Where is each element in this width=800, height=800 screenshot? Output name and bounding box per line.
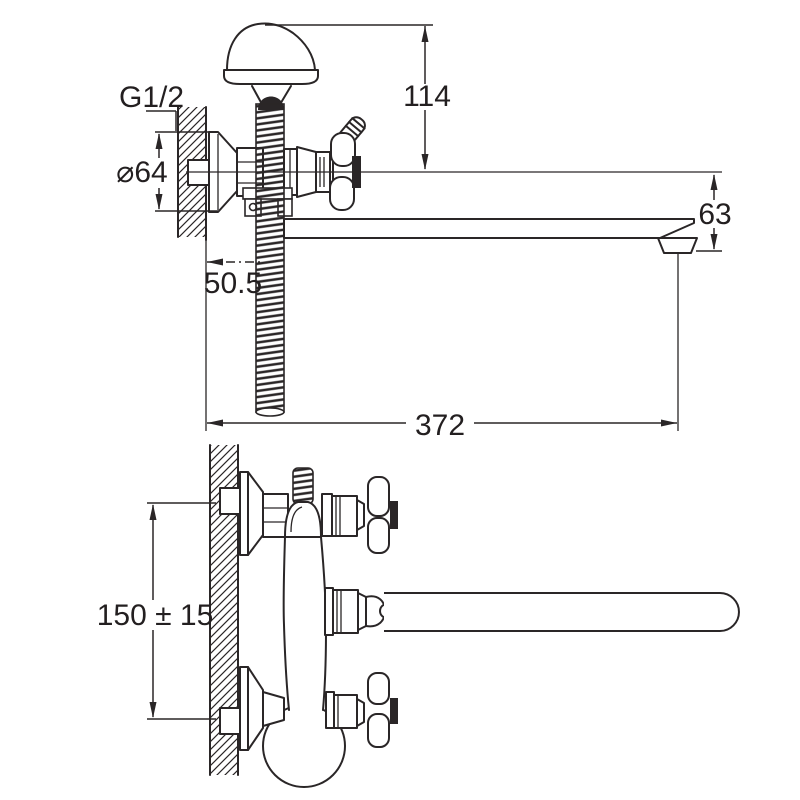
shower-head — [223, 22, 319, 110]
cross-handle-bottom — [325, 672, 398, 748]
handle-end-cap — [390, 501, 398, 529]
dimension-63: 63 — [696, 174, 732, 252]
escutcheon-bottom — [239, 666, 285, 751]
handle-spoke — [367, 476, 390, 517]
wall-section — [177, 106, 207, 431]
cross-handle — [329, 116, 366, 211]
body-bell — [284, 501, 322, 538]
handle-spoke — [367, 517, 390, 554]
dim-label-150: 150 ± 15 — [97, 599, 214, 632]
inlet-nipple-bottom — [219, 707, 241, 735]
handle-end-cap — [390, 698, 398, 724]
dimension-diameter-64: ⌀64 — [116, 131, 218, 212]
dim-label-thread: G1/2 — [119, 81, 184, 114]
handle-spoke-bottom — [329, 176, 355, 211]
dim-label-63: 63 — [698, 198, 731, 231]
shower-head-brim — [223, 69, 319, 85]
spout-outlet — [657, 237, 698, 254]
front-view: 150 ± 15 — [97, 444, 740, 788]
shower-pipe — [292, 467, 314, 505]
hex-nut-top — [262, 493, 289, 538]
spout-joint — [324, 587, 395, 636]
dimension-114: 114 — [265, 24, 451, 170]
side-view: 114 63 ⌀64 G1/2 — [116, 22, 732, 442]
spout-front — [384, 592, 740, 632]
escutcheon-top — [239, 471, 264, 556]
thread-callout: G1/2 — [119, 81, 184, 131]
dim-label-50-5: 50.5 — [204, 267, 262, 300]
inlet-nipple-top — [219, 487, 241, 515]
dimension-372: 372 — [207, 253, 679, 442]
spout — [283, 218, 695, 239]
dim-label-372: 372 — [415, 409, 465, 442]
dim-label-diameter-64: ⌀64 — [116, 156, 167, 189]
handle-spoke — [367, 713, 390, 748]
shower-hose — [255, 103, 285, 417]
faucet-body-front — [282, 501, 327, 712]
dim-label-114: 114 — [403, 80, 451, 113]
handle-spoke — [367, 672, 390, 705]
handle-spoke-top — [330, 132, 356, 167]
dimension-150: 150 ± 15 — [97, 502, 216, 720]
dimension-50-5: 50.5 — [204, 258, 262, 300]
cross-handle-top — [321, 476, 398, 554]
